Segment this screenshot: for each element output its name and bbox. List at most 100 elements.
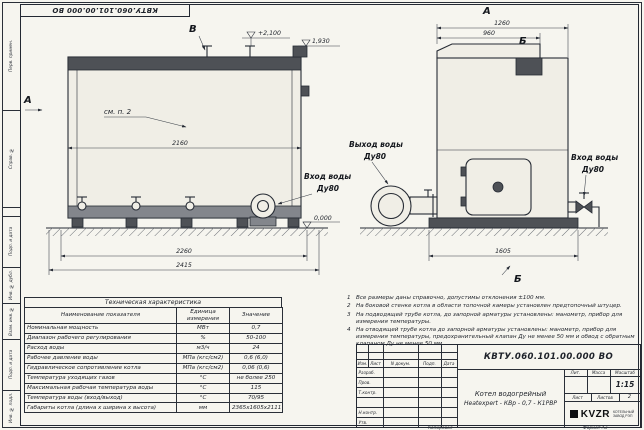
sheets-label: Листов <box>597 394 613 400</box>
ground-hatch <box>46 228 328 236</box>
tech-header-cell: Наименование показателя <box>24 306 177 325</box>
title-block: Изм. Лист N докум. Подп. Дата Разраб. Пр… <box>356 344 641 428</box>
product-line-1: Котел водогрейный <box>474 389 547 398</box>
drain-valve-icon <box>131 196 141 211</box>
support-foot <box>180 217 193 228</box>
row-nkontr: Н.контр. <box>358 409 378 415</box>
svg-text:Выход воды: Выход воды <box>349 140 403 149</box>
margin-divider <box>3 216 20 217</box>
see-item-callout: см. п. 2 <box>104 108 187 128</box>
svg-text:1,930: 1,930 <box>312 38 330 45</box>
col-izm: Изм. <box>357 360 368 366</box>
note-text: На подводящей трубе котла, до запорной а… <box>356 311 623 325</box>
svg-text:А: А <box>23 95 32 106</box>
row-prov: Пров. <box>358 379 371 385</box>
svg-text:1605: 1605 <box>495 248 511 255</box>
drain-valve-icon <box>185 196 195 211</box>
tech-cell: 70/95 <box>229 392 283 404</box>
tech-characteristics-table: Техническая характеристика Наименование … <box>24 297 283 414</box>
view-a-arrow: А <box>23 95 43 112</box>
mass-label: Масса <box>591 370 606 375</box>
dimension-960: 960 <box>436 30 541 44</box>
svg-text:Вход воды: Вход воды <box>304 172 351 181</box>
side-fitting <box>300 85 310 97</box>
boiler-body <box>67 56 302 219</box>
elevation-mark-top: +2,100 <box>242 30 290 46</box>
product-name: Котел водогрейный Heatexpert - КВр - 0,7… <box>457 369 564 427</box>
tech-header-cell: Значение <box>229 306 283 325</box>
door-hinge <box>460 166 467 177</box>
flue-stub <box>292 45 308 58</box>
tech-cell: Номинальная мощность <box>24 323 177 334</box>
tech-cell: мм <box>176 402 230 414</box>
tech-cell: МПа (кгс/см2) <box>176 352 230 364</box>
drain-valve-icon <box>77 196 87 211</box>
boiler-side-view: А 1260 960 Б <box>349 6 618 285</box>
tech-cell: 0,06 (0,6) <box>229 362 283 374</box>
tech-cell: 50-100 <box>229 332 283 344</box>
row-utv: Утв. <box>358 419 368 425</box>
tech-cell: Температура уходящих газов <box>24 372 177 384</box>
base-skid <box>428 217 579 229</box>
scale-label: Масштаб <box>615 370 635 375</box>
svg-text:Б: Б <box>519 36 527 47</box>
view-a-title: А <box>482 6 491 17</box>
tech-cell: °С <box>176 382 230 394</box>
svg-text:2260: 2260 <box>176 248 192 255</box>
svg-text:+2,100: +2,100 <box>258 30 281 37</box>
table-row: Диапазон рабочего регулирования%50-100 <box>24 332 283 344</box>
svg-text:Ду80: Ду80 <box>581 165 604 174</box>
support-foot <box>71 217 84 228</box>
tech-cell: Рабочее давление воды <box>24 352 177 364</box>
note-text: Все размеры даны справочно, допустимы от… <box>356 295 546 301</box>
svg-text:1260: 1260 <box>494 20 510 27</box>
ground-hatch <box>360 228 608 236</box>
dimension-2415: 2415 <box>48 230 320 275</box>
tech-cell: м3/ч <box>176 342 230 354</box>
door-hinge <box>460 196 467 207</box>
logo-sub-2: ЗАВОД РЭП <box>612 414 633 418</box>
tech-cell: Габариты котла (длина х ширина х высота) <box>24 402 177 414</box>
svg-text:2160: 2160 <box>172 140 188 147</box>
margin-divider <box>3 110 20 111</box>
kopiroval-label: Копировал <box>428 426 453 430</box>
col-list: Лист <box>370 360 381 366</box>
row-razrab: Разраб. <box>358 369 375 375</box>
svg-text:см. п. 2: см. п. 2 <box>104 108 132 116</box>
table-header-row: Наименование показателя Единица измерени… <box>24 306 283 325</box>
tech-cell: °С <box>176 372 230 384</box>
note-number: 2 <box>347 303 351 310</box>
vent-valve-icon <box>202 45 212 57</box>
margin-divider <box>3 267 20 268</box>
support-foot <box>236 217 249 228</box>
tech-cell: не более 250 <box>229 372 283 384</box>
tech-cell: Расход воды <box>24 342 177 354</box>
furnace-door <box>460 158 532 216</box>
tech-table-title: Техническая характеристика <box>24 297 282 307</box>
svg-text:0,000: 0,000 <box>314 215 332 222</box>
inner-frame <box>20 4 639 426</box>
doc-number: КВТУ.060.101.00.000 ВО <box>483 352 614 362</box>
margin-divider <box>3 390 20 391</box>
top-structure <box>436 43 541 59</box>
margin-divider <box>3 303 20 304</box>
product-line-2: Heatexpert - КВр - 0,7 - К1РВР <box>464 399 557 407</box>
logo-text: KVZR <box>580 408 610 420</box>
svg-text:Ду80: Ду80 <box>316 184 339 193</box>
tech-cell: 0,7 <box>229 323 283 334</box>
tech-cell: °С <box>176 392 230 404</box>
dimension-1605: 1605 <box>428 230 579 261</box>
note-text: На боковой стенке котла в области топочн… <box>356 303 622 310</box>
note-item: 2 На боковой стенке котла в области топоч… <box>347 303 635 310</box>
water-inlet-callout-side: Вход воды Ду80 <box>571 153 618 197</box>
